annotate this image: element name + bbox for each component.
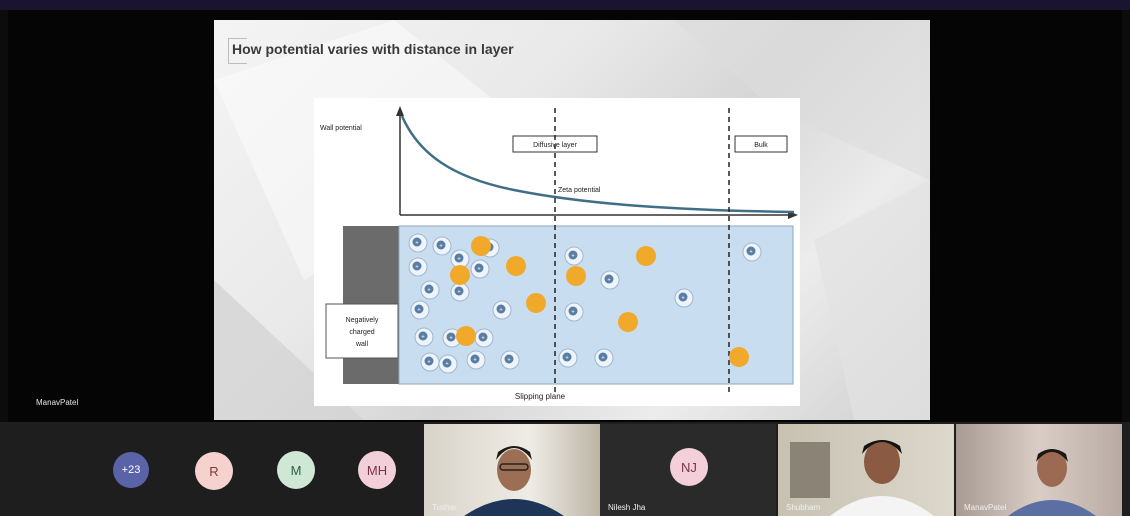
cation-2 xyxy=(506,256,526,276)
participant-avatar-mh[interactable]: MH xyxy=(358,451,396,489)
anion-sign-21: + xyxy=(565,356,569,362)
anion-core-10 xyxy=(418,331,428,341)
slide-title: How potential varies with distance in la… xyxy=(232,41,514,57)
anion-sign-9: + xyxy=(499,308,503,314)
anion-core-11 xyxy=(446,332,456,342)
cation-7 xyxy=(618,312,638,332)
anion-core-20 xyxy=(568,306,578,316)
participant-video-tushar xyxy=(464,446,564,516)
meeting-top-bar xyxy=(0,0,1130,10)
anion-core-0 xyxy=(412,237,422,247)
anion-core-21 xyxy=(562,352,572,362)
wall-label-line-3: wall xyxy=(355,341,369,348)
anion-sign-17: + xyxy=(571,254,575,260)
anion-sign-5: + xyxy=(477,267,481,273)
cation-0 xyxy=(471,236,491,256)
anion-core-22 xyxy=(598,352,608,362)
anion-sign-6: + xyxy=(427,288,431,294)
anion-core-13 xyxy=(424,356,434,366)
y-axis-arrow xyxy=(396,106,404,116)
anion-core-14 xyxy=(442,358,452,368)
anion-sign-18: + xyxy=(607,278,611,284)
participant-avatar-m[interactable]: M xyxy=(277,451,315,489)
anion-core-19 xyxy=(678,292,688,302)
anion-core-15 xyxy=(470,354,480,364)
anion-sign-11: + xyxy=(449,336,453,342)
wall-label-box xyxy=(325,303,399,359)
anion-core-12 xyxy=(478,332,488,342)
anion-sign-1: + xyxy=(439,244,443,250)
presentation-slide: How potential varies with distance in la… xyxy=(214,20,930,420)
anion-core-16 xyxy=(504,354,514,364)
anion-sign-19: + xyxy=(681,296,685,302)
more-participants-badge[interactable]: +23 xyxy=(113,452,149,488)
anion-core-8 xyxy=(414,304,424,314)
anion-sign-23: + xyxy=(749,250,753,256)
anion-core-1 xyxy=(436,240,446,250)
wall-label-line-1: Negatively xyxy=(346,317,379,324)
anion-sign-10: + xyxy=(421,335,425,341)
cation-6 xyxy=(636,246,656,266)
participant-avatar-r[interactable]: R xyxy=(195,452,233,490)
electric-double-layer-diagram: Wall potential Diffusive layer Bulk Zeta… xyxy=(314,98,800,406)
participant-name-tushar: Tushar xyxy=(432,503,457,512)
anion-core-6 xyxy=(424,284,434,294)
slipping-plane-label: Slipping plane xyxy=(515,392,566,401)
participant-tile-nilesh[interactable]: NJ Nilesh Jha xyxy=(600,424,776,516)
anion-core-7 xyxy=(454,286,464,296)
anion-sign-0: + xyxy=(415,241,419,247)
participant-tile-shubham[interactable]: Shubham xyxy=(778,424,954,516)
participant-tile-tushar[interactable]: Tushar xyxy=(424,424,600,516)
cation-1 xyxy=(450,265,470,285)
anion-sign-13: + xyxy=(427,360,431,366)
anion-sign-16: + xyxy=(507,358,511,364)
participant-name-manav: ManavPatel xyxy=(964,503,1007,512)
anion-sign-12: + xyxy=(481,336,485,342)
anion-sign-15: + xyxy=(473,358,477,364)
bulk-label: Bulk xyxy=(754,142,768,149)
anion-core-17 xyxy=(568,250,578,260)
participant-name-shubham: Shubham xyxy=(786,503,821,512)
anion-sign-2: + xyxy=(415,265,419,271)
y-axis-label: Wall potential xyxy=(320,125,362,132)
anion-core-2 xyxy=(412,261,422,271)
zeta-potential-label: Zeta potential xyxy=(558,187,601,194)
anion-sign-20: + xyxy=(571,310,575,316)
cation-3 xyxy=(526,293,546,313)
anion-core-18 xyxy=(604,274,614,284)
anion-sign-3: + xyxy=(457,257,461,263)
anion-sign-8: + xyxy=(417,308,421,314)
bulk-box xyxy=(734,135,788,153)
anion-sign-14: + xyxy=(445,362,449,368)
potential-curve xyxy=(400,115,795,214)
anion-core-3 xyxy=(454,253,464,263)
slide-title-bracket xyxy=(228,38,247,64)
participant-avatar-nj: NJ xyxy=(670,448,708,486)
cation-4 xyxy=(456,326,476,346)
anion-core-23 xyxy=(746,246,756,256)
ion-group: ++++++++++++++++++++++++ xyxy=(408,233,762,374)
wall-label-line-2: charged xyxy=(349,329,374,336)
participant-name-nilesh: Nilesh Jha xyxy=(608,503,646,512)
participant-video-manav xyxy=(1008,449,1096,516)
anion-core-9 xyxy=(496,304,506,314)
anion-sign-22: + xyxy=(601,356,605,362)
participant-video-shubham xyxy=(790,440,934,516)
anion-sign-7: + xyxy=(457,290,461,296)
cation-8 xyxy=(729,347,749,367)
cation-5 xyxy=(566,266,586,286)
presenter-name-label: ManavPatel xyxy=(36,398,79,407)
anion-core-5 xyxy=(474,263,484,273)
participant-tile-manav[interactable]: ManavPatel xyxy=(956,424,1122,516)
